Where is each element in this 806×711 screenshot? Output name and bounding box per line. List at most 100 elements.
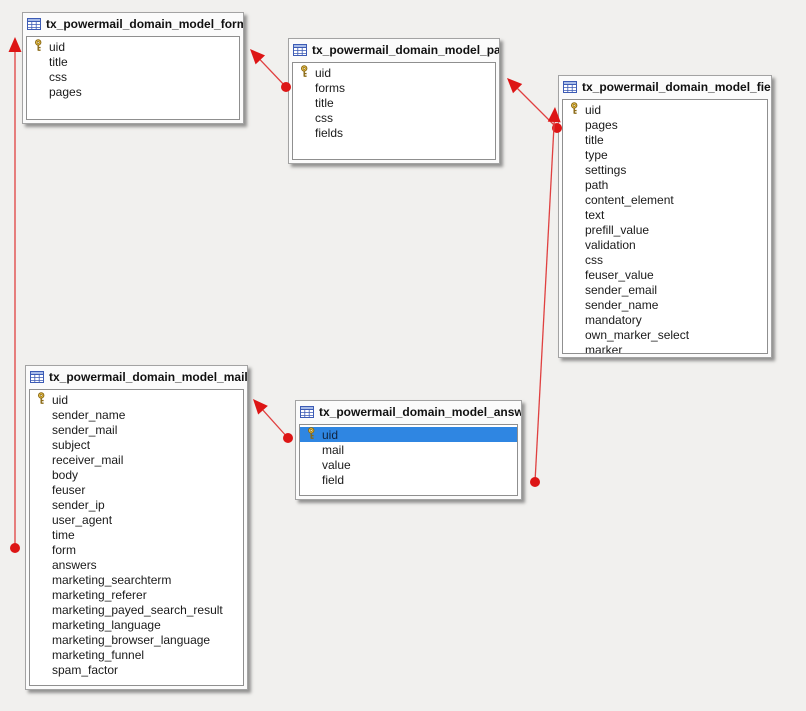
field-row[interactable]: uid xyxy=(27,38,239,54)
field-name: css xyxy=(49,69,67,84)
field-row[interactable]: sender_email xyxy=(563,282,767,297)
field-row[interactable]: marker xyxy=(563,342,767,354)
field-row[interactable]: marketing_payed_search_result xyxy=(30,602,243,617)
field-row[interactable]: feuser_value xyxy=(563,267,767,282)
field-name: css xyxy=(315,110,333,125)
field-name: path xyxy=(585,177,609,192)
table-header[interactable]: tx_powermail_domain_model_answers xyxy=(296,401,521,423)
relation-origin-dot-answers-mail-to-mails-uid[interactable] xyxy=(283,433,293,443)
field-row[interactable]: time xyxy=(30,527,243,542)
field-name: pages xyxy=(585,117,618,132)
field-row[interactable]: mandatory xyxy=(563,312,767,327)
field-name: uid xyxy=(585,102,602,117)
field-name: answers xyxy=(52,557,97,572)
field-name: uid xyxy=(52,392,69,407)
field-row[interactable]: value xyxy=(300,457,517,472)
field-row[interactable]: pages xyxy=(563,117,767,132)
field-row[interactable]: path xyxy=(563,177,767,192)
field-row[interactable]: receiver_mail xyxy=(30,452,243,467)
field-name: validation xyxy=(585,237,636,252)
field-row[interactable]: user_agent xyxy=(30,512,243,527)
field-row[interactable]: prefill_value xyxy=(563,222,767,237)
table-node-forms[interactable]: tx_powermail_domain_model_forms uid xyxy=(22,12,244,124)
relation-line-pages-forms-to-forms-uid[interactable] xyxy=(259,59,287,88)
field-row[interactable]: answers xyxy=(30,557,243,572)
field-row[interactable]: sender_mail xyxy=(30,422,243,437)
field-row[interactable]: sender_ip xyxy=(30,497,243,512)
field-row[interactable]: sender_name xyxy=(30,407,243,422)
field-row[interactable]: feuser xyxy=(30,482,243,497)
field-name: marketing_language xyxy=(52,617,161,632)
field-row[interactable]: settings xyxy=(563,162,767,177)
field-row[interactable]: css xyxy=(293,110,495,125)
field-row[interactable]: fields xyxy=(293,125,495,140)
field-row[interactable]: css xyxy=(27,69,239,84)
field-row[interactable]: marketing_searchterm xyxy=(30,572,243,587)
field-row[interactable]: mail xyxy=(300,442,517,457)
table-node-answers[interactable]: tx_powermail_domain_model_answers uid xyxy=(295,400,522,500)
field-row[interactable]: spam_factor xyxy=(30,662,243,677)
relation-line-answers-field-to-fields-uid[interactable] xyxy=(534,121,555,483)
relation-origin-dot-pages-forms-to-forms-uid[interactable] xyxy=(281,82,291,92)
table-title: tx_powermail_domain_model_answers xyxy=(319,405,521,419)
field-name: uid xyxy=(49,39,66,54)
field-name: feuser xyxy=(52,482,86,497)
field-row[interactable]: marketing_language xyxy=(30,617,243,632)
field-name: receiver_mail xyxy=(52,452,124,467)
table-field-list: uid title css xyxy=(26,36,240,120)
relation-arrowhead-fields-pages-to-pages-uid[interactable] xyxy=(507,78,523,94)
field-row[interactable]: content_element xyxy=(563,192,767,207)
field-name: sender_mail xyxy=(52,422,118,437)
field-row[interactable]: subject xyxy=(30,437,243,452)
field-name: sender_ip xyxy=(52,497,105,512)
primary-key-icon xyxy=(300,64,311,81)
field-row[interactable]: marketing_browser_language xyxy=(30,632,243,647)
field-row[interactable]: type xyxy=(563,147,767,162)
table-node-fields[interactable]: tx_powermail_domain_model_fields uid xyxy=(558,75,772,358)
field-row[interactable]: uid xyxy=(563,101,767,117)
field-row[interactable]: own_marker_select xyxy=(563,327,767,342)
relation-arrowhead-answers-field-to-fields-uid[interactable] xyxy=(547,107,561,123)
relation-origin-dot-answers-field-to-fields-uid[interactable] xyxy=(530,477,540,487)
field-row[interactable]: css xyxy=(563,252,767,267)
field-row[interactable]: forms xyxy=(293,80,495,95)
relation-line-answers-mail-to-mails-uid[interactable] xyxy=(262,409,289,439)
field-row[interactable]: uid xyxy=(300,426,517,442)
field-name: marketing_browser_language xyxy=(52,632,211,647)
field-row[interactable]: pages xyxy=(27,84,239,99)
field-row[interactable]: text xyxy=(563,207,767,222)
field-row[interactable]: sender_name xyxy=(563,297,767,312)
table-node-pages[interactable]: tx_powermail_domain_model_pages uid xyxy=(288,38,500,164)
field-row[interactable]: marketing_funnel xyxy=(30,647,243,662)
table-header[interactable]: tx_powermail_domain_model_mails xyxy=(26,366,247,388)
table-node-mails[interactable]: tx_powermail_domain_model_mails uid xyxy=(25,365,248,690)
field-row[interactable]: title xyxy=(563,132,767,147)
field-row[interactable]: marketing_referer xyxy=(30,587,243,602)
field-row[interactable]: form xyxy=(30,542,243,557)
field-name: title xyxy=(585,132,604,147)
relation-arrowhead-pages-forms-to-forms-uid[interactable] xyxy=(250,49,266,65)
field-row[interactable]: body xyxy=(30,467,243,482)
relation-arrowhead-mails-form-to-forms-uid[interactable] xyxy=(8,37,22,52)
field-name: text xyxy=(585,207,605,222)
table-icon xyxy=(30,371,44,383)
field-row[interactable]: uid xyxy=(30,391,243,407)
table-icon xyxy=(27,18,41,30)
table-header[interactable]: tx_powermail_domain_model_forms xyxy=(23,13,243,35)
field-row[interactable]: validation xyxy=(563,237,767,252)
field-row[interactable]: title xyxy=(293,95,495,110)
field-name: sender_email xyxy=(585,282,658,297)
relation-arrowhead-answers-mail-to-mails-uid[interactable] xyxy=(253,399,268,415)
table-header[interactable]: tx_powermail_domain_model_pages xyxy=(289,39,499,61)
field-row[interactable]: title xyxy=(27,54,239,69)
field-name: title xyxy=(315,95,334,110)
table-header[interactable]: tx_powermail_domain_model_fields xyxy=(559,76,771,98)
field-name: marketing_payed_search_result xyxy=(52,602,223,617)
field-name: settings xyxy=(585,162,627,177)
field-name: time xyxy=(52,527,75,542)
field-row[interactable]: field xyxy=(300,472,517,487)
table-icon xyxy=(293,44,307,56)
relation-origin-dot-mails-form-to-forms-uid[interactable] xyxy=(10,543,20,553)
field-row[interactable]: uid xyxy=(293,64,495,81)
